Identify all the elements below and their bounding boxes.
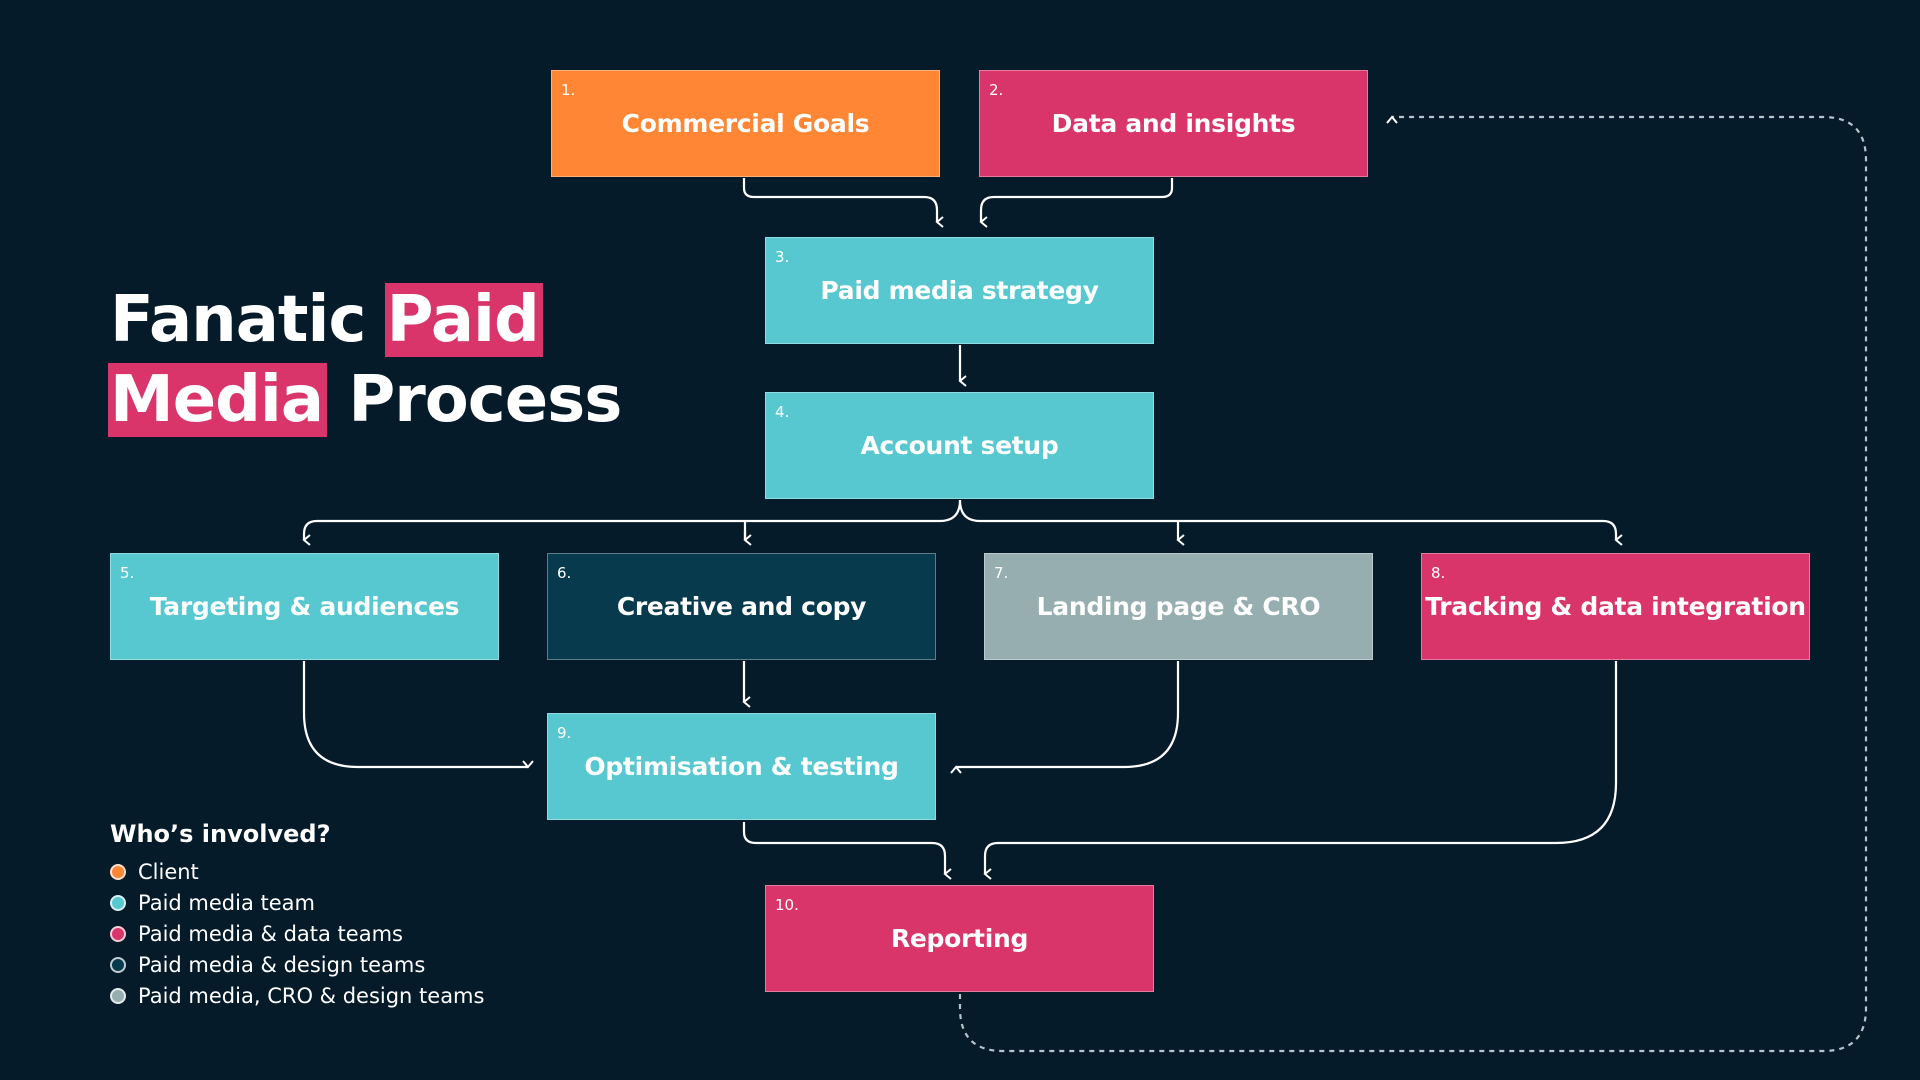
step-label: Data and insights (1051, 109, 1296, 138)
legend-item-paid-media-team: Paid media team (110, 887, 484, 918)
legend-dot-icon (110, 925, 126, 942)
step-account-setup: 4. Account setup (765, 392, 1154, 499)
step-number: 9. (557, 724, 572, 742)
legend-heading: Who’s involved? (110, 820, 331, 848)
connector-landing-optimisation (950, 661, 1180, 774)
step-data-insights: 2. Data and insights (979, 70, 1368, 177)
step-paid-media-strategy: 3. Paid media strategy (765, 237, 1154, 344)
step-label: Account setup (860, 431, 1059, 460)
legend-item-paid-media-data: Paid media & data teams (110, 918, 484, 949)
step-tracking-data-integration: 8. Tracking & data integration (1421, 553, 1810, 660)
title-word-process: Process (348, 363, 622, 437)
step-number: 5. (120, 564, 135, 582)
connector-optimisation-reporting (742, 822, 952, 880)
step-number: 10. (775, 896, 799, 914)
step-commercial-goals: 1. Commercial Goals (551, 70, 940, 177)
title-word-fanatic: Fanatic (110, 283, 366, 357)
step-number: 8. (1431, 564, 1446, 582)
legend: Who’s involved? Client Paid media team P… (110, 820, 484, 1011)
legend-dot-icon (110, 987, 126, 1004)
step-label: Paid media strategy (820, 276, 1099, 305)
legend-label: Paid media & design teams (138, 952, 426, 977)
legend-dot-icon (110, 894, 126, 911)
legend-item-paid-media-design: Paid media & design teams (110, 949, 484, 980)
connector-goals-strategy (742, 178, 944, 228)
connector-tracking-reporting (983, 661, 1618, 880)
step-label: Targeting & audiences (149, 592, 460, 621)
step-number: 4. (775, 403, 790, 421)
step-number: 3. (775, 248, 790, 266)
legend-label: Paid media, CRO & design teams (138, 983, 485, 1008)
step-optimisation-testing: 9. Optimisation & testing (547, 713, 936, 820)
step-label: Optimisation & testing (584, 752, 899, 781)
legend-item-client: Client (110, 856, 484, 887)
legend-dot-icon (110, 956, 126, 973)
connector-setup-targeting (302, 499, 962, 546)
step-number: 6. (557, 564, 572, 582)
step-label: Creative and copy (616, 592, 867, 621)
title-word-paid: Paid (384, 283, 543, 357)
step-label: Reporting (890, 924, 1029, 953)
legend-label: Paid media & data teams (138, 921, 403, 946)
connector-insights-strategy (979, 178, 1174, 228)
page-title: Fanatic Paid Media Process (108, 280, 622, 440)
step-targeting-audiences: 5. Targeting & audiences (110, 553, 499, 660)
step-label: Tracking & data integration (1425, 592, 1806, 621)
connector-setup-landing (958, 499, 1623, 546)
step-number: 2. (989, 81, 1004, 99)
legend-dot-icon (110, 863, 126, 880)
step-creative-copy: 6. Creative and copy (547, 553, 936, 660)
step-reporting: 10. Reporting (765, 885, 1154, 992)
step-number: 1. (561, 81, 576, 99)
step-label: Commercial Goals (621, 109, 870, 138)
title-word-media: Media (108, 363, 328, 437)
connector-targeting-optimisation (302, 661, 534, 769)
step-number: 7. (994, 564, 1009, 582)
step-landing-page-cro: 7. Landing page & CRO (984, 553, 1373, 660)
legend-label: Paid media team (138, 890, 315, 915)
legend-item-paid-media-cro-design: Paid media, CRO & design teams (110, 980, 484, 1011)
step-label: Landing page & CRO (1036, 592, 1321, 621)
legend-label: Client (138, 859, 199, 884)
